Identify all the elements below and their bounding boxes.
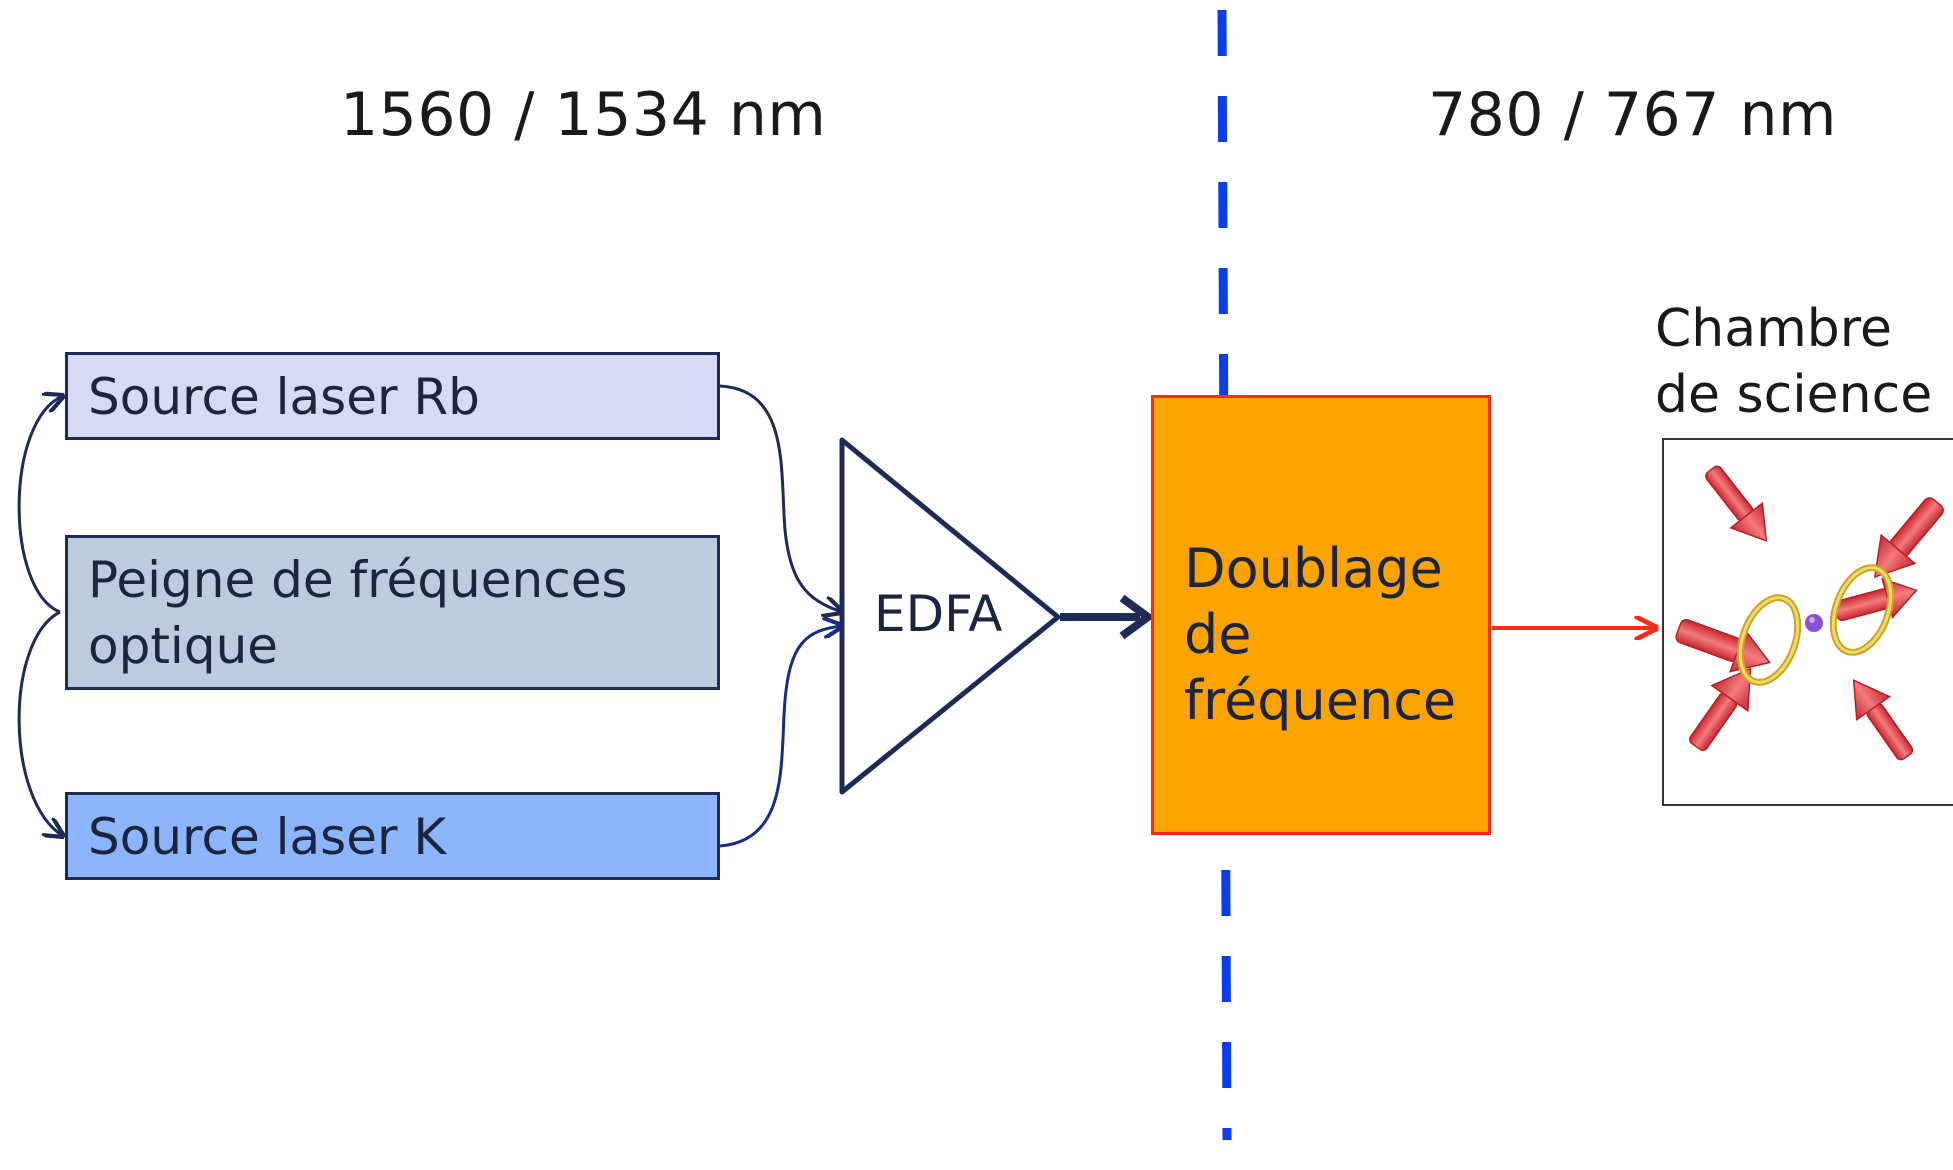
region-divider <box>1217 9 1232 1141</box>
source-laser-k-label: Source laser K <box>88 808 447 866</box>
source-laser-rb-label: Source laser Rb <box>88 368 480 426</box>
wavelength-label-right: 780 / 767 nm <box>1428 80 1837 150</box>
doubling-label-line1: Doublage <box>1184 537 1443 600</box>
wavelength-label-left: 1560 / 1534 nm <box>340 80 827 150</box>
chamber-label-line1: Chambre <box>1655 299 1893 359</box>
science-chamber-label: Chambre de science <box>1655 296 1932 428</box>
edfa-label: EDFA <box>874 585 1003 643</box>
doubling-label-line2: de <box>1184 603 1252 666</box>
mot-beams-coils-icon <box>1675 465 1944 761</box>
frequency-comb-box: Peigne de fréquences optique <box>65 535 720 690</box>
doubling-label-line3: fréquence <box>1184 669 1457 732</box>
rb-to-edfa-arrow <box>719 384 842 612</box>
frequency-comb-label-line2: optique <box>88 617 279 675</box>
source-laser-k-box: Source laser K <box>65 792 720 880</box>
source-laser-rb-box: Source laser Rb <box>65 352 720 440</box>
comb-to-k-arrow <box>17 610 63 836</box>
edfa-triangle <box>839 437 1061 795</box>
frequency-comb-label-line1: Peigne de fréquences <box>88 551 628 609</box>
chamber-label-line2: de science <box>1655 365 1933 425</box>
frequency-doubling-box: Doublage de fréquence <box>1151 395 1491 835</box>
science-chamber-box <box>1662 438 1953 806</box>
k-to-edfa-arrow <box>719 626 842 848</box>
comb-to-rb-arrow <box>17 396 63 614</box>
edfa-to-doubling-arrowhead <box>1119 594 1155 640</box>
